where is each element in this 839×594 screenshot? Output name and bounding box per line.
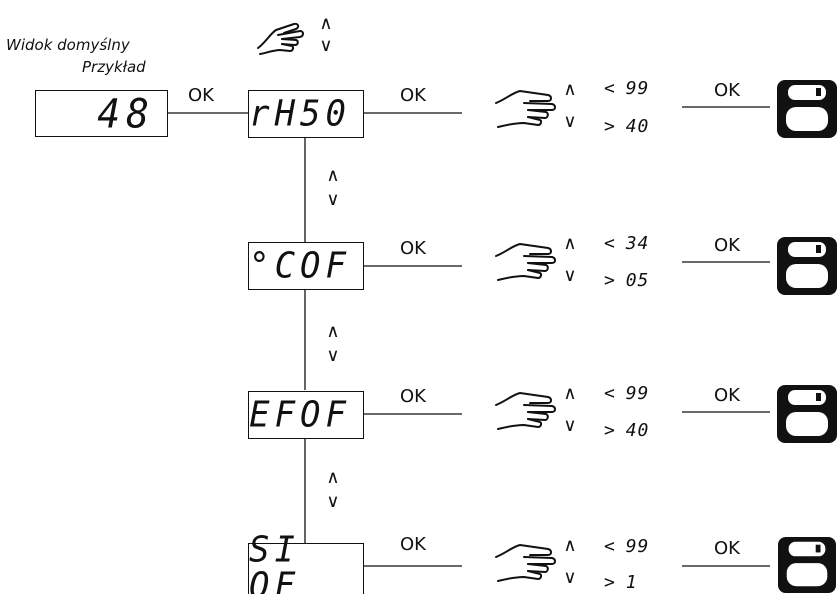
menu-code: EFOF xyxy=(249,394,351,436)
down-arrow-icon: ∨ xyxy=(563,567,577,588)
up-arrow-icon: ∧ xyxy=(319,13,333,34)
up-arrow-icon: ∧ xyxy=(326,165,340,186)
ok-label: OK xyxy=(714,385,740,406)
ok-label: OK xyxy=(400,534,426,555)
ok-label: OK xyxy=(188,85,214,106)
max-value: < 34 xyxy=(604,233,650,254)
floppy-disk-save-icon[interactable] xyxy=(776,536,838,594)
down-arrow-icon: ∨ xyxy=(326,189,340,210)
up-arrow-icon: ∧ xyxy=(563,233,577,254)
ok-label: OK xyxy=(714,538,740,559)
default-display-value: 48 xyxy=(97,90,155,137)
menu-code: SI OF xyxy=(249,529,300,594)
menu-display-cof[interactable]: °COF xyxy=(248,242,364,290)
up-arrow-icon: ∧ xyxy=(563,79,577,100)
down-arrow-icon: ∨ xyxy=(563,111,577,132)
down-arrow-icon: ∨ xyxy=(319,35,333,56)
pointing-hand-icon xyxy=(495,392,556,430)
floppy-disk-save-icon[interactable] xyxy=(776,384,838,444)
down-arrow-icon: ∨ xyxy=(326,491,340,512)
pointing-hand-icon xyxy=(495,243,556,281)
menu-code: rH50 xyxy=(249,93,351,135)
ok-label: OK xyxy=(714,80,740,101)
up-arrow-icon: ∧ xyxy=(326,467,340,488)
max-value: < 99 xyxy=(604,383,650,404)
menu-display-efof[interactable]: EFOF xyxy=(248,391,364,439)
example-label: Przykład xyxy=(82,58,146,76)
default-view-label: Widok domyślny xyxy=(6,36,130,54)
ok-label: OK xyxy=(400,386,426,407)
default-display: 48 xyxy=(35,90,168,137)
up-arrow-icon: ∧ xyxy=(326,321,340,342)
min-value: > 1 xyxy=(604,572,638,593)
min-value: > 40 xyxy=(604,116,650,137)
menu-display-siof[interactable]: SI OF xyxy=(248,532,364,594)
ok-label: OK xyxy=(400,238,426,259)
menu-display-rh50[interactable]: rH50 xyxy=(248,90,364,138)
up-arrow-icon: ∧ xyxy=(563,535,577,556)
down-arrow-icon: ∨ xyxy=(326,345,340,366)
max-value: < 99 xyxy=(604,78,650,99)
ok-label: OK xyxy=(400,85,426,106)
pointing-hand-icon xyxy=(257,22,304,55)
min-value: > 40 xyxy=(604,420,650,441)
up-arrow-icon: ∧ xyxy=(563,383,577,404)
min-value: > 05 xyxy=(604,270,650,291)
max-value: < 99 xyxy=(604,536,650,557)
floppy-disk-save-icon[interactable] xyxy=(776,236,838,296)
floppy-disk-save-icon[interactable] xyxy=(776,79,838,139)
menu-code: °COF xyxy=(249,245,351,287)
down-arrow-icon: ∨ xyxy=(563,265,577,286)
ok-label: OK xyxy=(714,235,740,256)
down-arrow-icon: ∨ xyxy=(563,415,577,436)
pointing-hand-icon xyxy=(495,544,556,582)
pointing-hand-icon xyxy=(495,90,556,128)
